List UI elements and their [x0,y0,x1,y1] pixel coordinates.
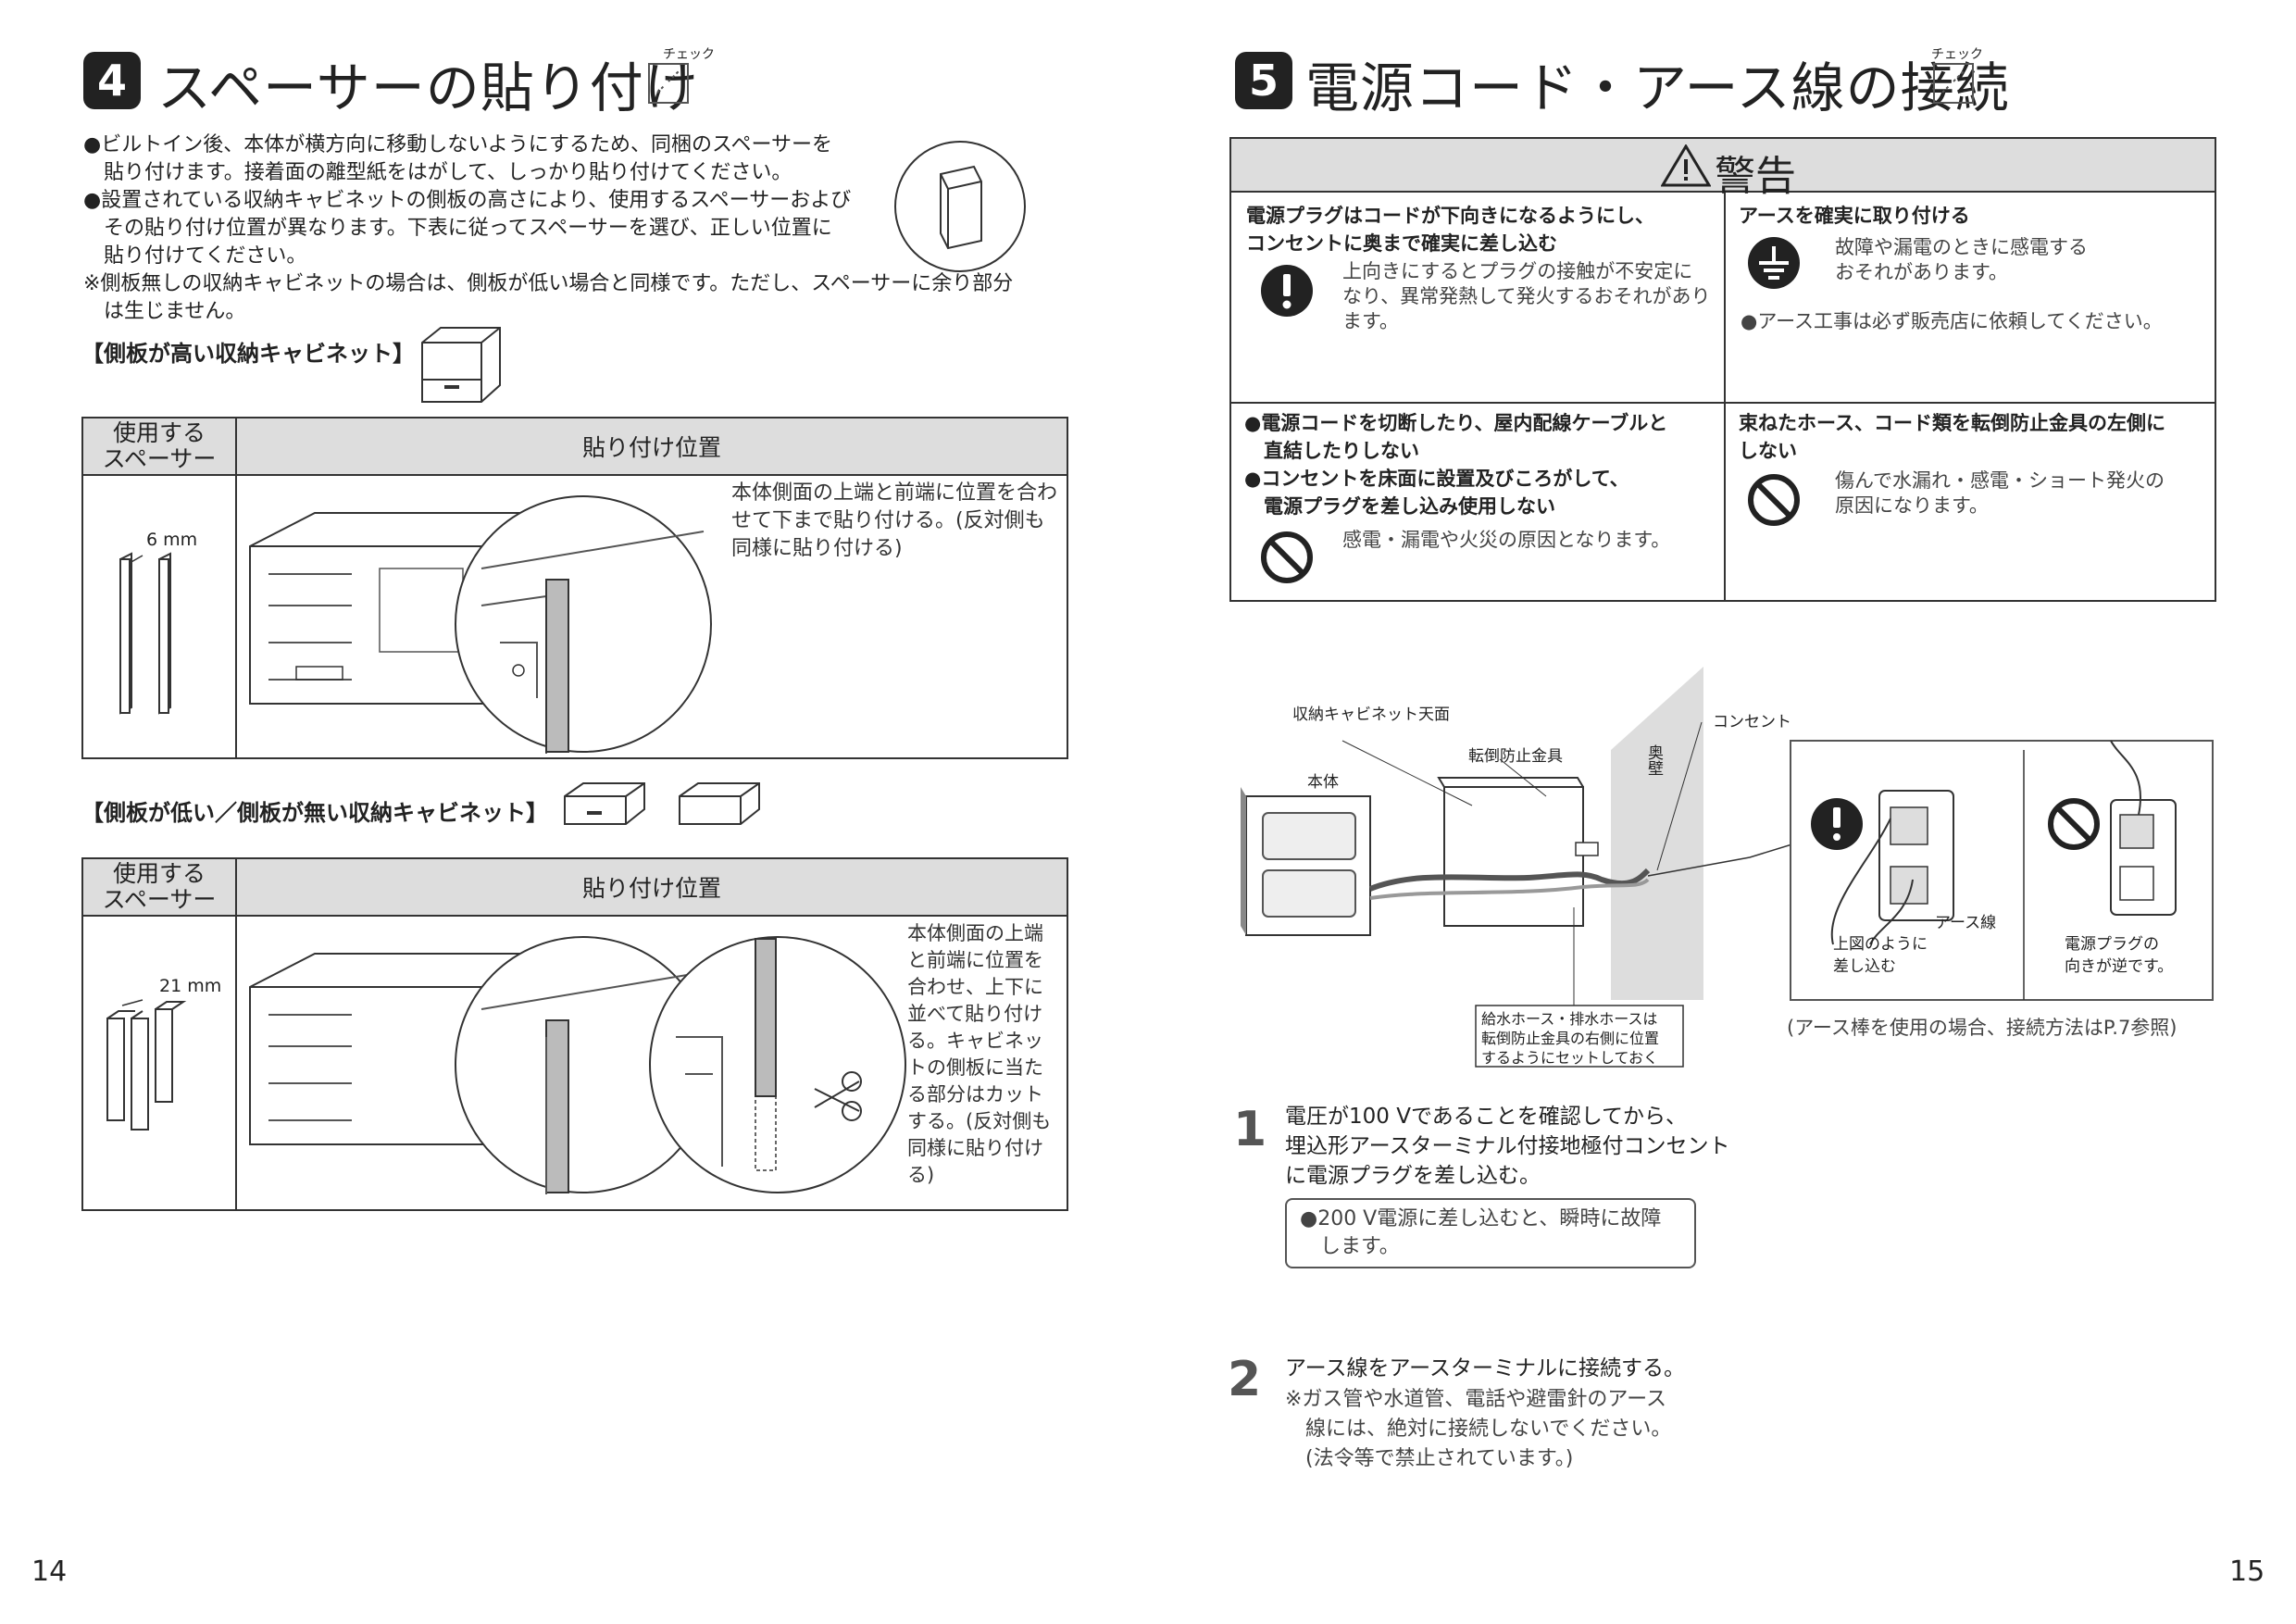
prohibited-icon [1261,531,1313,583]
hose-note: 給水ホース・排水ホースは転倒防止金具の右側に位置するようにセットしておく [1481,1010,1660,1067]
check-label: チェック [663,47,715,62]
prohibited-icon [1748,474,1800,526]
checkbox-icon[interactable] [1933,63,1974,104]
warning-earth-note: ●アース工事は必ず販売店に依頼してください。 [1741,310,2163,332]
step-1-note: ●200 V電源に差し込むと、瞬時に故障 します。 [1285,1198,1696,1268]
spacer-stack-low [106,999,187,1131]
mandatory-icon [1261,265,1313,317]
warning-hose-title: 束ねたホース、コード類を転倒防止金具の左側にしない [1739,412,2165,462]
checkbox-icon[interactable] [648,63,689,104]
step-2-text: アース線をアースターミナルに接続する。 [1285,1356,1685,1380]
th-spacer: 使用する [112,419,206,446]
section-title-spacer: スペーサーの貼り付け [157,56,699,119]
high-cabinet-label: 【側板が高い収納キャビネット】 [81,341,415,367]
step-1-number: 1 [1233,1102,1267,1157]
warning-triangle-icon [1661,144,1711,187]
warning-earth-desc: 故障や漏電のときに感電するおそれがあります。 [1835,236,2088,283]
spacer-circle-icon [894,141,1026,272]
section-number-4: 4 [83,52,141,109]
warning-plug-desc: 上向きにするとプラグの接触が不安定になり、異常発熱して発火するおそれがあります。 [1342,260,1711,332]
warning-header: 警告 [1231,139,2215,200]
spacer-pair-high [119,552,171,715]
low-desc: 本体側面の上端 と前端に位置を 合わせ、上下に 並べて貼り付け る。キャビネッ … [907,922,1052,1186]
section-number-5: 5 [1235,52,1292,109]
ng-caption: 電源プラグの向きが逆です。 [2065,935,2174,976]
low-cabinet-icon [564,782,645,825]
warning-title: 警告 [1715,153,1796,200]
high-cabinet-icon [421,327,501,403]
th-position: 貼り付け位置 [235,417,1068,476]
step-2-number: 2 [1228,1352,1262,1407]
earth-ground-icon [1748,237,1800,289]
warning-plug-title: 電源プラグはコードが下向きになるようにし、コンセントに奥まで確実に差し込む [1246,205,1654,255]
step-2-note: ※ガス管や水道管、電話や避雷針のアース 線には、絶対に接続しないでください。 (… [1285,1388,1672,1470]
label-tip-bracket: 転倒防止金具 [1468,747,1563,766]
high-desc: 本体側面の上端と前端に位置を合わ せて下まで貼り付ける。(反対側も 同様に貼り付… [731,481,1058,560]
label-outlet: コンセント [1713,713,1791,731]
connection-diagram [1241,667,2214,1068]
step-1-text: 電圧が100 Vであることを確認してから、埋込形アースターミナル付接地極付コンセ… [1285,1105,1730,1188]
warning-earth-title: アースを確実に取り付ける [1739,205,1970,227]
page-number-right: 15 [2229,1555,2265,1588]
earth-rod-note: (アース棒を使用の場合、接続方法はP.7参照) [1787,1017,2177,1039]
high-install-illustration [249,495,712,754]
warning-cord-desc: 感電・漏電や火災の原因となります。 [1342,529,1671,551]
label-earth-wire: アース線 [1935,914,1997,932]
page-number-left: 14 [31,1555,68,1588]
no-side-cabinet-icon [679,782,760,825]
intro-bullets: ●ビルトイン後、本体が横方向に移動しないようにするため、同梱のスペーサーを 貼り… [83,133,1014,323]
warning-hose-desc: 傷んで水漏れ・感電・ショート発火の原因になります。 [1835,469,2165,517]
low-cabinet-label: 【側板が低い／側板が無い収納キャビネット】 [81,800,548,826]
low-install-illustration [249,936,906,1194]
ok-caption: 上図のように差し込む [1833,935,1928,976]
check-label: チェック [1931,47,1983,62]
warning-cord-title: ●電源コードを切断したり、屋内配線ケーブルと 直結したりしない●コンセントを床面… [1244,412,1668,518]
label-back-wall: 奥壁 [1644,744,1663,776]
label-cabinet-top: 収納キャビネット天面 [1292,706,1450,724]
spacer-dim-6mm: 6 mm [146,530,198,550]
label-body: 本体 [1307,773,1339,792]
spacer-dim-21mm: 21 mm [159,976,222,996]
section-title-power: 電源コード・アース線の接続 [1305,56,2010,119]
warning-box: 警告 電源プラグはコードが下向きになるようにし、コンセントに奥まで確実に差し込む… [1229,137,2216,602]
